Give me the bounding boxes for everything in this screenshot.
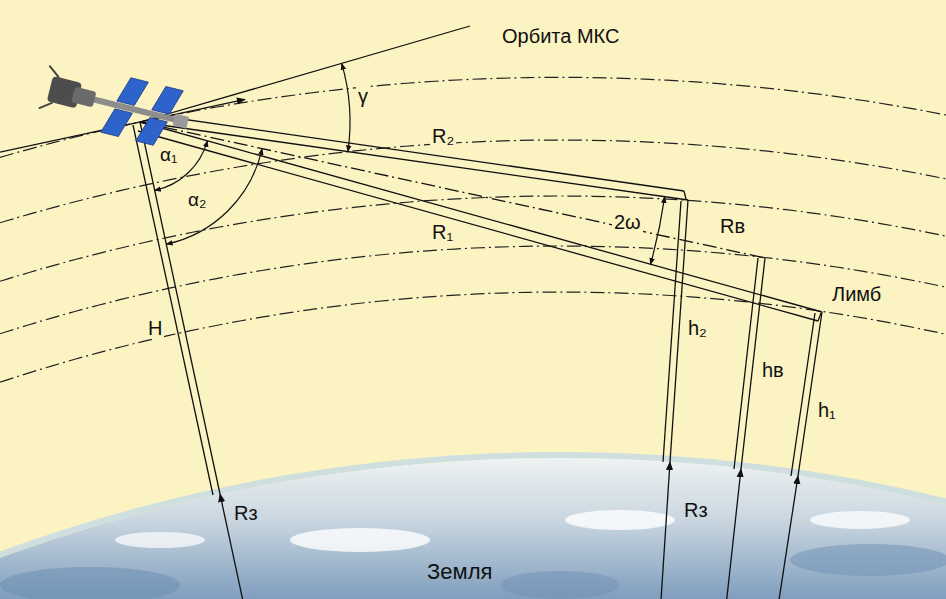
iss-station (37, 58, 195, 152)
omega-arc (651, 197, 665, 265)
iss-module (173, 114, 189, 129)
earth-radius-arrow (661, 462, 670, 599)
angle-label: α₁ (158, 145, 179, 165)
h2-bracket (663, 201, 681, 462)
gamma-line (140, 26, 470, 122)
cloud (565, 510, 675, 530)
height-label: h₁ (816, 400, 838, 421)
limb-label: Лимб (830, 284, 883, 305)
earth-disc (0, 458, 946, 599)
altitude-arc (0, 140, 946, 223)
angle-label: α₂ (186, 190, 208, 210)
earth-radius-label: Rз (232, 503, 260, 524)
bracket-tick (684, 191, 686, 199)
r1-line (140, 122, 822, 312)
distance-label: R₂ (430, 126, 456, 147)
planet-label: Земля (425, 560, 494, 583)
height-label: H (146, 318, 164, 339)
earth-radius-label: Rз (682, 500, 710, 521)
alpha1-arc (155, 141, 208, 191)
cloud (810, 511, 910, 529)
iss-antenna (39, 66, 61, 112)
ocean-patch (500, 571, 620, 599)
solar-panel (152, 85, 184, 117)
earth-clouds (0, 510, 946, 599)
distance-label: Rв (718, 216, 747, 237)
angle-arcs (155, 63, 665, 264)
earth (0, 455, 946, 599)
solar-panel (117, 76, 149, 108)
angle-label: γ (356, 86, 370, 107)
distance-label: R₁ (430, 222, 455, 243)
atmosphere-glow (0, 455, 946, 599)
angle-label: 2ω (612, 212, 643, 233)
h-line (140, 122, 220, 494)
altitude-arc (0, 292, 946, 382)
radial-lines (220, 200, 822, 599)
ocean-patch (0, 567, 180, 599)
height-label: hв (760, 360, 786, 381)
earth-radius-arrow (726, 469, 741, 599)
iss-module (71, 87, 96, 108)
orbit-label: Орбита МКС (500, 26, 621, 47)
cloud (115, 532, 205, 548)
gamma-arc (342, 63, 350, 151)
altitude-arcs (0, 77, 946, 382)
r2-bracket (140, 113, 684, 191)
solar-panel (101, 107, 133, 139)
h-bracket (133, 125, 213, 495)
ocean-patch (790, 544, 946, 576)
earth-radius-arrow (777, 476, 798, 599)
rv-line (140, 122, 765, 258)
r1-bracket (138, 131, 818, 321)
r2-line (140, 122, 688, 200)
h1-line (798, 312, 822, 476)
alpha2-arc (166, 149, 262, 245)
sight-lines (0, 26, 822, 495)
solar-panel (136, 116, 168, 148)
h1-bracket (791, 313, 815, 476)
height-label: h₂ (686, 318, 709, 339)
hv-bracket (734, 258, 758, 469)
cloud (290, 528, 430, 552)
altitude-arc (0, 196, 946, 281)
altitude-arc (0, 246, 946, 334)
